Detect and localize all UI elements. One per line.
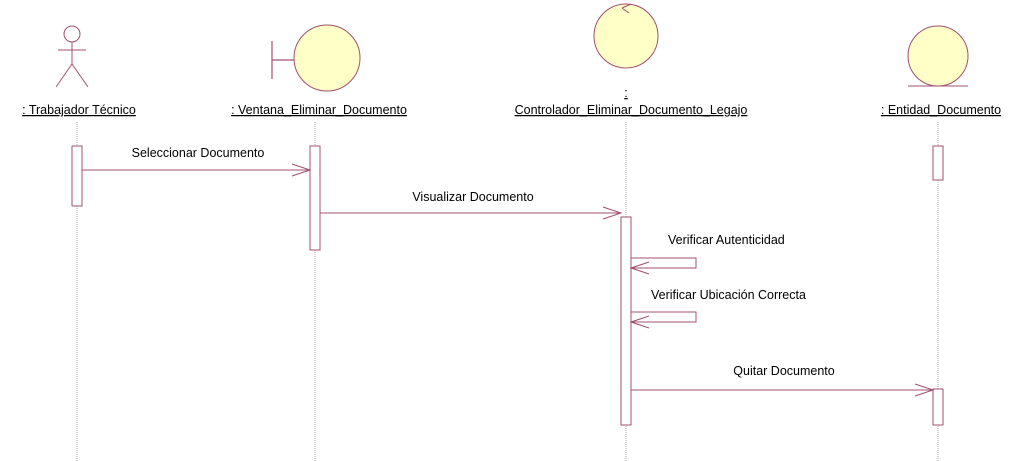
- message-label-2: Visualizar Documento: [412, 190, 533, 204]
- activation-entidad: [932, 145, 944, 181]
- boundary-icon: [271, 24, 361, 92]
- activation-trabajador: [71, 145, 83, 207]
- participant-label-trabajador: : Trabajador Técnico: [22, 103, 136, 117]
- message-label-4: Verificar Ubicación Correcta: [651, 288, 806, 302]
- activation-controlador: [620, 216, 632, 426]
- message-label-5: Quitar Documento: [733, 364, 834, 378]
- participant-prefix-controlador: :: [624, 86, 627, 100]
- message-arrow-3: [629, 257, 697, 275]
- participant-label-controlador: Controlador_Eliminar_Documento_Legajo: [515, 103, 748, 117]
- activation-entidad-2: [932, 388, 944, 426]
- message-label-3: Verificar Autenticidad: [668, 233, 785, 247]
- participant-label-entidad: : Entidad_Documento: [881, 103, 1001, 117]
- actor-icon: [55, 25, 89, 88]
- message-arrow-1: [82, 163, 312, 177]
- participant-label-ventana: : Ventana_Eliminar_Documento: [231, 103, 407, 117]
- activation-ventana: [309, 145, 321, 251]
- message-arrow-5: [631, 383, 935, 397]
- message-arrow-2: [320, 206, 623, 220]
- entity-icon: [907, 25, 969, 87]
- control-icon: [593, 3, 659, 69]
- message-arrow-4: [629, 311, 697, 329]
- message-label-1: Seleccionar Documento: [132, 146, 265, 160]
